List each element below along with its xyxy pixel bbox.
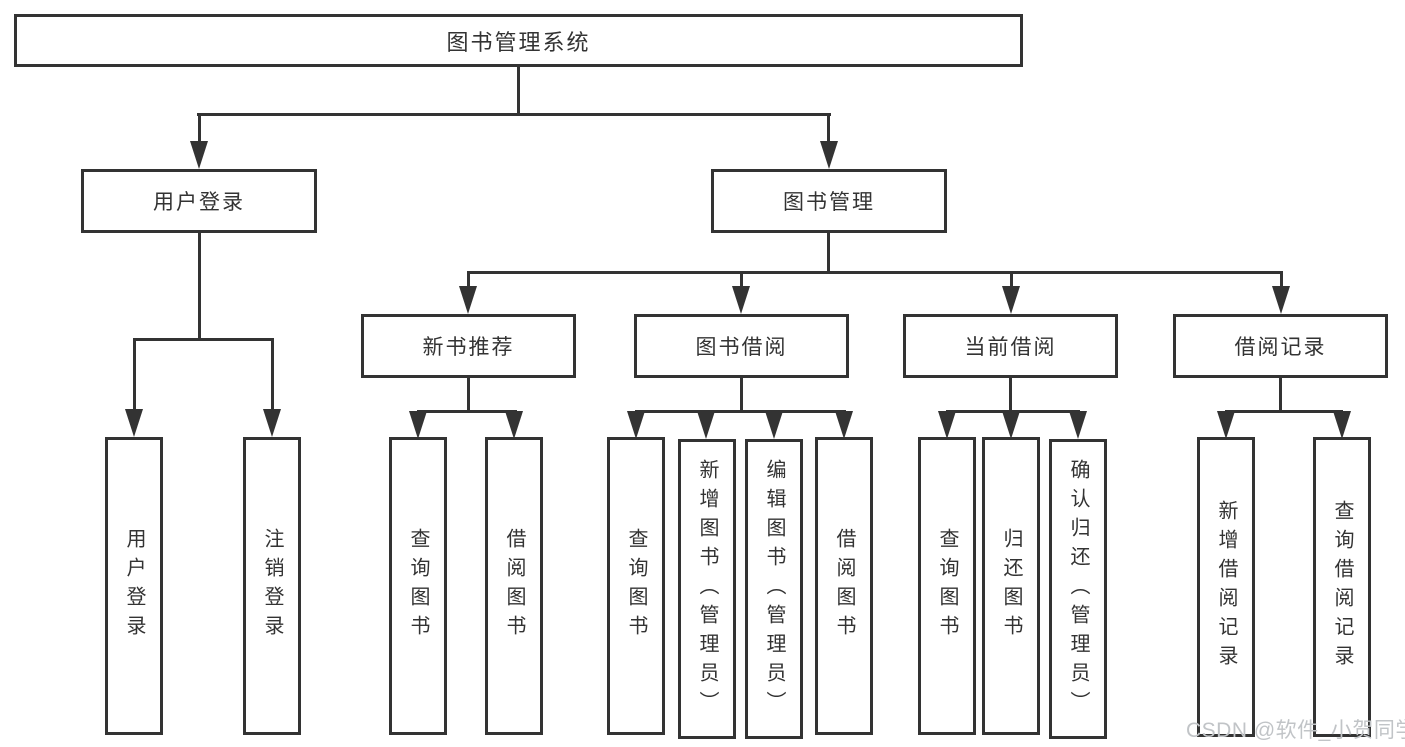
arrowhead-down [1272, 286, 1290, 314]
node-book-borrow: 图书借阅 [634, 314, 849, 378]
arrowhead-down [765, 411, 783, 439]
edge-line [198, 113, 201, 143]
edge-line [198, 233, 201, 340]
edge-line [1225, 410, 1343, 413]
leaf-recommend-query-books-label: 查询图书 [407, 528, 429, 644]
arrowhead-down [697, 411, 715, 439]
leaf-logout-label: 注销登录 [261, 528, 283, 644]
leaf-borrow-edit-books-admin: 编辑图书（管理员） [745, 439, 803, 739]
leaf-record-query-borrow-record: 查询借阅记录 [1313, 437, 1371, 737]
leaf-borrow-add-books-admin: 新增图书（管理员） [678, 439, 736, 739]
leaf-borrow-edit-books-admin-label: 编辑图书（管理员） [763, 458, 785, 720]
arrowhead-down [1069, 411, 1087, 439]
edge-line [1280, 271, 1283, 288]
leaf-current-query-books: 查询图书 [918, 437, 976, 735]
arrowhead-down [835, 411, 853, 439]
leaf-recommend-query-books: 查询图书 [389, 437, 447, 735]
leaf-borrow-borrow-books: 借阅图书 [815, 437, 873, 735]
arrowhead-down [1217, 411, 1235, 439]
node-user-login: 用户登录 [81, 169, 317, 233]
leaf-recommend-borrow-books-label: 借阅图书 [503, 528, 525, 644]
leaf-current-confirm-return-admin: 确认归还（管理员） [1049, 439, 1107, 739]
node-library-system: 图书管理系统 [14, 14, 1023, 67]
node-borrow-record-label: 借阅记录 [1234, 336, 1327, 359]
edge-line [1010, 271, 1013, 288]
edge-line [417, 410, 517, 413]
leaf-logout: 注销登录 [243, 437, 301, 735]
arrowhead-down [1002, 286, 1020, 314]
edge-line [517, 67, 520, 115]
arrowhead-down [505, 411, 523, 439]
edge-line [133, 338, 274, 341]
arrowhead-down [938, 411, 956, 439]
edge-line [1009, 378, 1012, 412]
arrowhead-down [459, 286, 477, 314]
leaf-borrow-add-books-admin-label: 新增图书（管理员） [696, 458, 718, 720]
leaf-current-return-books: 归还图书 [982, 437, 1040, 735]
leaf-user-login: 用户登录 [105, 437, 163, 735]
leaf-record-query-borrow-record-label: 查询借阅记录 [1331, 500, 1353, 674]
leaf-record-add-borrow-record: 新增借阅记录 [1197, 437, 1255, 737]
edge-line [271, 338, 274, 411]
edge-line [740, 378, 743, 412]
arrowhead-down [627, 411, 645, 439]
node-new-book-recommend: 新书推荐 [361, 314, 576, 378]
edge-line [197, 113, 831, 116]
arrowhead-down [1333, 411, 1351, 439]
arrowhead-down [409, 411, 427, 439]
leaf-borrow-borrow-books-label: 借阅图书 [833, 528, 855, 644]
edge-line [133, 338, 136, 411]
leaf-current-query-books-label: 查询图书 [936, 528, 958, 644]
edge-line [740, 271, 743, 288]
arrowhead-down [1002, 411, 1020, 439]
node-book-borrow-label: 图书借阅 [695, 336, 788, 359]
arrowhead-down [263, 409, 281, 437]
leaf-record-add-borrow-record-label: 新增借阅记录 [1215, 500, 1237, 674]
node-book-management: 图书管理 [711, 169, 947, 233]
csdn-watermark: CSDN @软件_小贺同学 [1186, 719, 1405, 742]
node-book-management-label: 图书管理 [783, 191, 875, 214]
edge-line [467, 271, 470, 288]
node-current-borrow: 当前借阅 [903, 314, 1118, 378]
node-new-book-recommend-label: 新书推荐 [422, 336, 515, 359]
node-user-login-label: 用户登录 [153, 191, 245, 214]
edge-line [827, 113, 830, 143]
edge-line [467, 378, 470, 412]
leaf-borrow-query-books-label: 查询图书 [625, 528, 647, 644]
node-library-system-label: 图书管理系统 [446, 29, 591, 55]
leaf-user-login-label: 用户登录 [123, 528, 145, 644]
arrowhead-down [820, 141, 838, 169]
node-borrow-record: 借阅记录 [1173, 314, 1388, 378]
arrowhead-down [125, 409, 143, 437]
node-current-borrow-label: 当前借阅 [964, 336, 1057, 359]
leaf-borrow-query-books: 查询图书 [607, 437, 665, 735]
leaf-recommend-borrow-books: 借阅图书 [485, 437, 543, 735]
edge-line [467, 271, 1283, 274]
edge-line [1279, 378, 1282, 412]
leaf-current-confirm-return-admin-label: 确认归还（管理员） [1067, 458, 1089, 720]
arrowhead-down [190, 141, 208, 169]
edge-line [827, 233, 830, 273]
edge-line [635, 410, 846, 413]
leaf-current-return-books-label: 归还图书 [1000, 528, 1022, 644]
arrowhead-down [732, 286, 750, 314]
